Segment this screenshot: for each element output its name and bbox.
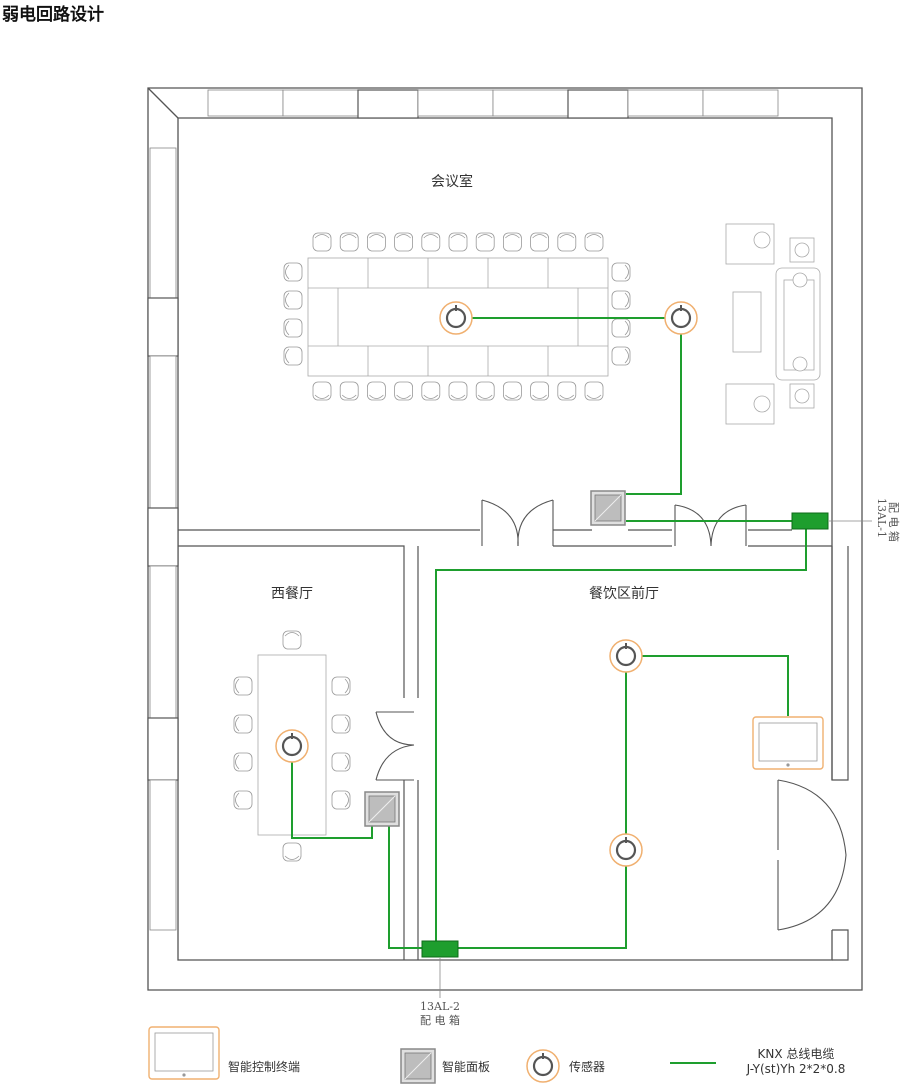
- chair: [331, 714, 351, 734]
- chair: [283, 346, 303, 366]
- legend-terminal-label: 智能控制终端: [228, 1059, 300, 1074]
- chair: [448, 232, 468, 252]
- smart-panel-icon: [590, 490, 626, 526]
- chair: [339, 232, 359, 252]
- chair: [233, 752, 253, 772]
- box1-code: 13AL-1: [875, 498, 888, 538]
- chair: [611, 262, 631, 282]
- interior-walls: [178, 529, 849, 961]
- control-terminal-icon: [752, 716, 824, 770]
- sensor-icon: [438, 300, 474, 336]
- chair: [366, 381, 386, 401]
- legend: 智能控制终端 智能面板 传感器 KNX 总线电缆 J-Y(st)Yh 2*2*0…: [148, 1026, 846, 1084]
- chair: [283, 262, 303, 282]
- chair: [331, 676, 351, 696]
- distribution-box-icon: [791, 512, 829, 530]
- top-windows: [207, 89, 779, 119]
- sensor-icon: [663, 300, 699, 336]
- knx-bus-cable: [291, 317, 807, 949]
- chair: [475, 381, 495, 401]
- chair: [366, 232, 386, 252]
- chair: [584, 381, 604, 401]
- chair: [394, 232, 414, 252]
- box2-code: 13AL-2: [420, 1000, 460, 1013]
- chair: [611, 346, 631, 366]
- control-terminal-icon: [148, 1026, 220, 1080]
- chair: [557, 232, 577, 252]
- chair: [339, 381, 359, 401]
- chair: [475, 232, 495, 252]
- chair: [331, 790, 351, 810]
- chair: [611, 290, 631, 310]
- chair: [503, 381, 522, 401]
- chair: [584, 232, 604, 252]
- sensor-icon: [608, 638, 644, 674]
- chair: [421, 381, 441, 401]
- chair: [282, 842, 302, 862]
- chair: [331, 752, 351, 772]
- chair: [421, 232, 441, 252]
- chair: [233, 676, 253, 696]
- distribution-box-icon: [421, 940, 459, 958]
- chair: [557, 381, 577, 401]
- doors: [375, 499, 847, 931]
- chair: [448, 381, 468, 401]
- legend-cable-label: KNX 总线电缆: [758, 1047, 835, 1061]
- chair: [394, 381, 414, 401]
- sensor-icon: [274, 728, 310, 764]
- sensor-icon: [525, 1048, 561, 1084]
- box2-name: 配 电 箱: [420, 1013, 460, 1027]
- chair: [283, 290, 303, 310]
- outer-walls: [147, 87, 863, 991]
- chair: [611, 318, 631, 338]
- chair: [233, 790, 253, 810]
- chair: [530, 381, 549, 401]
- chair: [233, 714, 253, 734]
- box1-name: 配 电 箱: [887, 502, 900, 542]
- sensor-icon: [608, 832, 644, 868]
- room-label-western: 西餐厅: [271, 586, 313, 602]
- legend-sensor-label: 传感器: [569, 1059, 605, 1074]
- smart-panel-icon: [400, 1048, 436, 1084]
- page-title: 弱电回路设计: [2, 5, 104, 25]
- left-windows: [147, 147, 179, 931]
- chair: [530, 232, 549, 252]
- lounge-furniture: [725, 223, 821, 425]
- legend-panel-label: 智能面板: [442, 1059, 490, 1074]
- room-label-lobby: 餐饮区前厅: [589, 585, 659, 602]
- chair: [312, 381, 332, 401]
- legend-cable-spec: J-Y(st)Yh 2*2*0.8: [746, 1062, 846, 1076]
- chair: [283, 318, 303, 338]
- chair: [503, 232, 522, 252]
- smart-panel-icon: [364, 791, 400, 827]
- chair: [312, 232, 332, 252]
- chair: [282, 630, 302, 650]
- room-label-meeting: 会议室: [431, 173, 473, 190]
